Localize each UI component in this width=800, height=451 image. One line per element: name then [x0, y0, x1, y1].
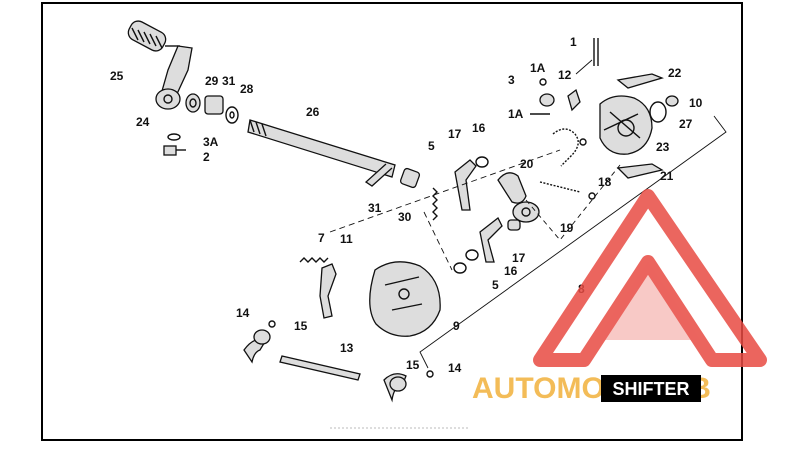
- label-15: 15: [406, 358, 420, 372]
- label-30: 30: [398, 210, 412, 224]
- part-pins-1: [593, 38, 599, 66]
- label-17: 17: [512, 251, 526, 265]
- part-pawl-11: [319, 263, 337, 319]
- callout-labels: 1 1A 1A 2 3 3A 5 5 7 8 9 10 11 12 13 14 …: [110, 35, 703, 375]
- label-3: 3: [508, 73, 515, 87]
- part-lever-17-upper: [454, 159, 477, 211]
- part-rod-13: [279, 355, 361, 381]
- shifter-badge: SHIFTER: [601, 375, 701, 402]
- label-23: 23: [656, 140, 670, 154]
- part-spring-30: [432, 187, 438, 221]
- label-21: 21: [660, 169, 674, 183]
- label-9: 9: [453, 319, 460, 333]
- label-12: 12: [558, 68, 572, 82]
- part-shift-lever-24: [155, 45, 193, 110]
- label-1a: 1A: [530, 61, 546, 75]
- part-cam-follower-19: [497, 172, 540, 231]
- label-18: 18: [598, 175, 612, 189]
- part-lever-17-lower: [479, 217, 503, 263]
- part-washer-3a: [167, 133, 181, 141]
- part-bolt-2: [163, 145, 186, 156]
- shifter-badge-text: SHIFTER: [612, 379, 689, 399]
- label-14: 14: [448, 361, 462, 375]
- part-pawl-12: [567, 88, 581, 112]
- part-bushing-31-lower: [399, 167, 421, 189]
- label-11: 11: [340, 232, 353, 246]
- label-22: 22: [668, 66, 682, 80]
- label-24: 24: [136, 115, 150, 129]
- part-bracket-22: [616, 73, 664, 89]
- label-16: 16: [504, 264, 518, 278]
- leader-lines: [329, 59, 727, 369]
- part-spring-20: [539, 128, 581, 193]
- part-housing-23: [599, 95, 653, 155]
- label-28: 28: [240, 82, 254, 96]
- label-1a: 1A: [508, 107, 524, 121]
- label-31: 31: [222, 74, 236, 88]
- part-seal-29: [185, 93, 201, 113]
- label-26: 26: [306, 105, 320, 119]
- label-5: 5: [428, 139, 435, 153]
- part-bracket-21: [616, 163, 664, 179]
- part-screw-3-1a: [530, 78, 555, 115]
- part-shaft-26: [247, 119, 396, 187]
- part-pawl-27: [649, 101, 667, 123]
- label-29: 29: [205, 74, 219, 88]
- label-19: 19: [560, 221, 574, 235]
- label-10: 10: [689, 96, 703, 110]
- part-washer-16-upper: [475, 156, 489, 168]
- label-27: 27: [679, 117, 693, 131]
- label-15: 15: [294, 319, 308, 333]
- label-17: 17: [448, 127, 462, 141]
- part-shift-pedal-25: [127, 20, 180, 52]
- part-cam-plate-9: [369, 261, 441, 337]
- label-25: 25: [110, 69, 124, 83]
- part-shift-fork-15-left: [243, 329, 271, 364]
- part-nut-10: [665, 95, 679, 107]
- label-5: 5: [492, 278, 499, 292]
- part-bushing-31-upper: [204, 95, 224, 115]
- label-31: 31: [368, 201, 382, 215]
- label-1: 1: [570, 35, 577, 49]
- part-shift-fork-15-right: [383, 373, 407, 403]
- label-14: 14: [236, 306, 250, 320]
- label-16: 16: [472, 121, 486, 135]
- label-13: 13: [340, 341, 354, 355]
- label-7: 7: [318, 231, 325, 245]
- part-spring-7: [299, 257, 329, 263]
- part-clips-14: [268, 320, 434, 378]
- label-2: 2: [203, 150, 210, 164]
- watermark-triangle-icon: [533, 189, 767, 367]
- label-3a: 3A: [203, 135, 219, 149]
- part-washer-28: [225, 106, 239, 124]
- part-washers-16-5-lower: [453, 249, 479, 274]
- label-20: 20: [520, 157, 534, 171]
